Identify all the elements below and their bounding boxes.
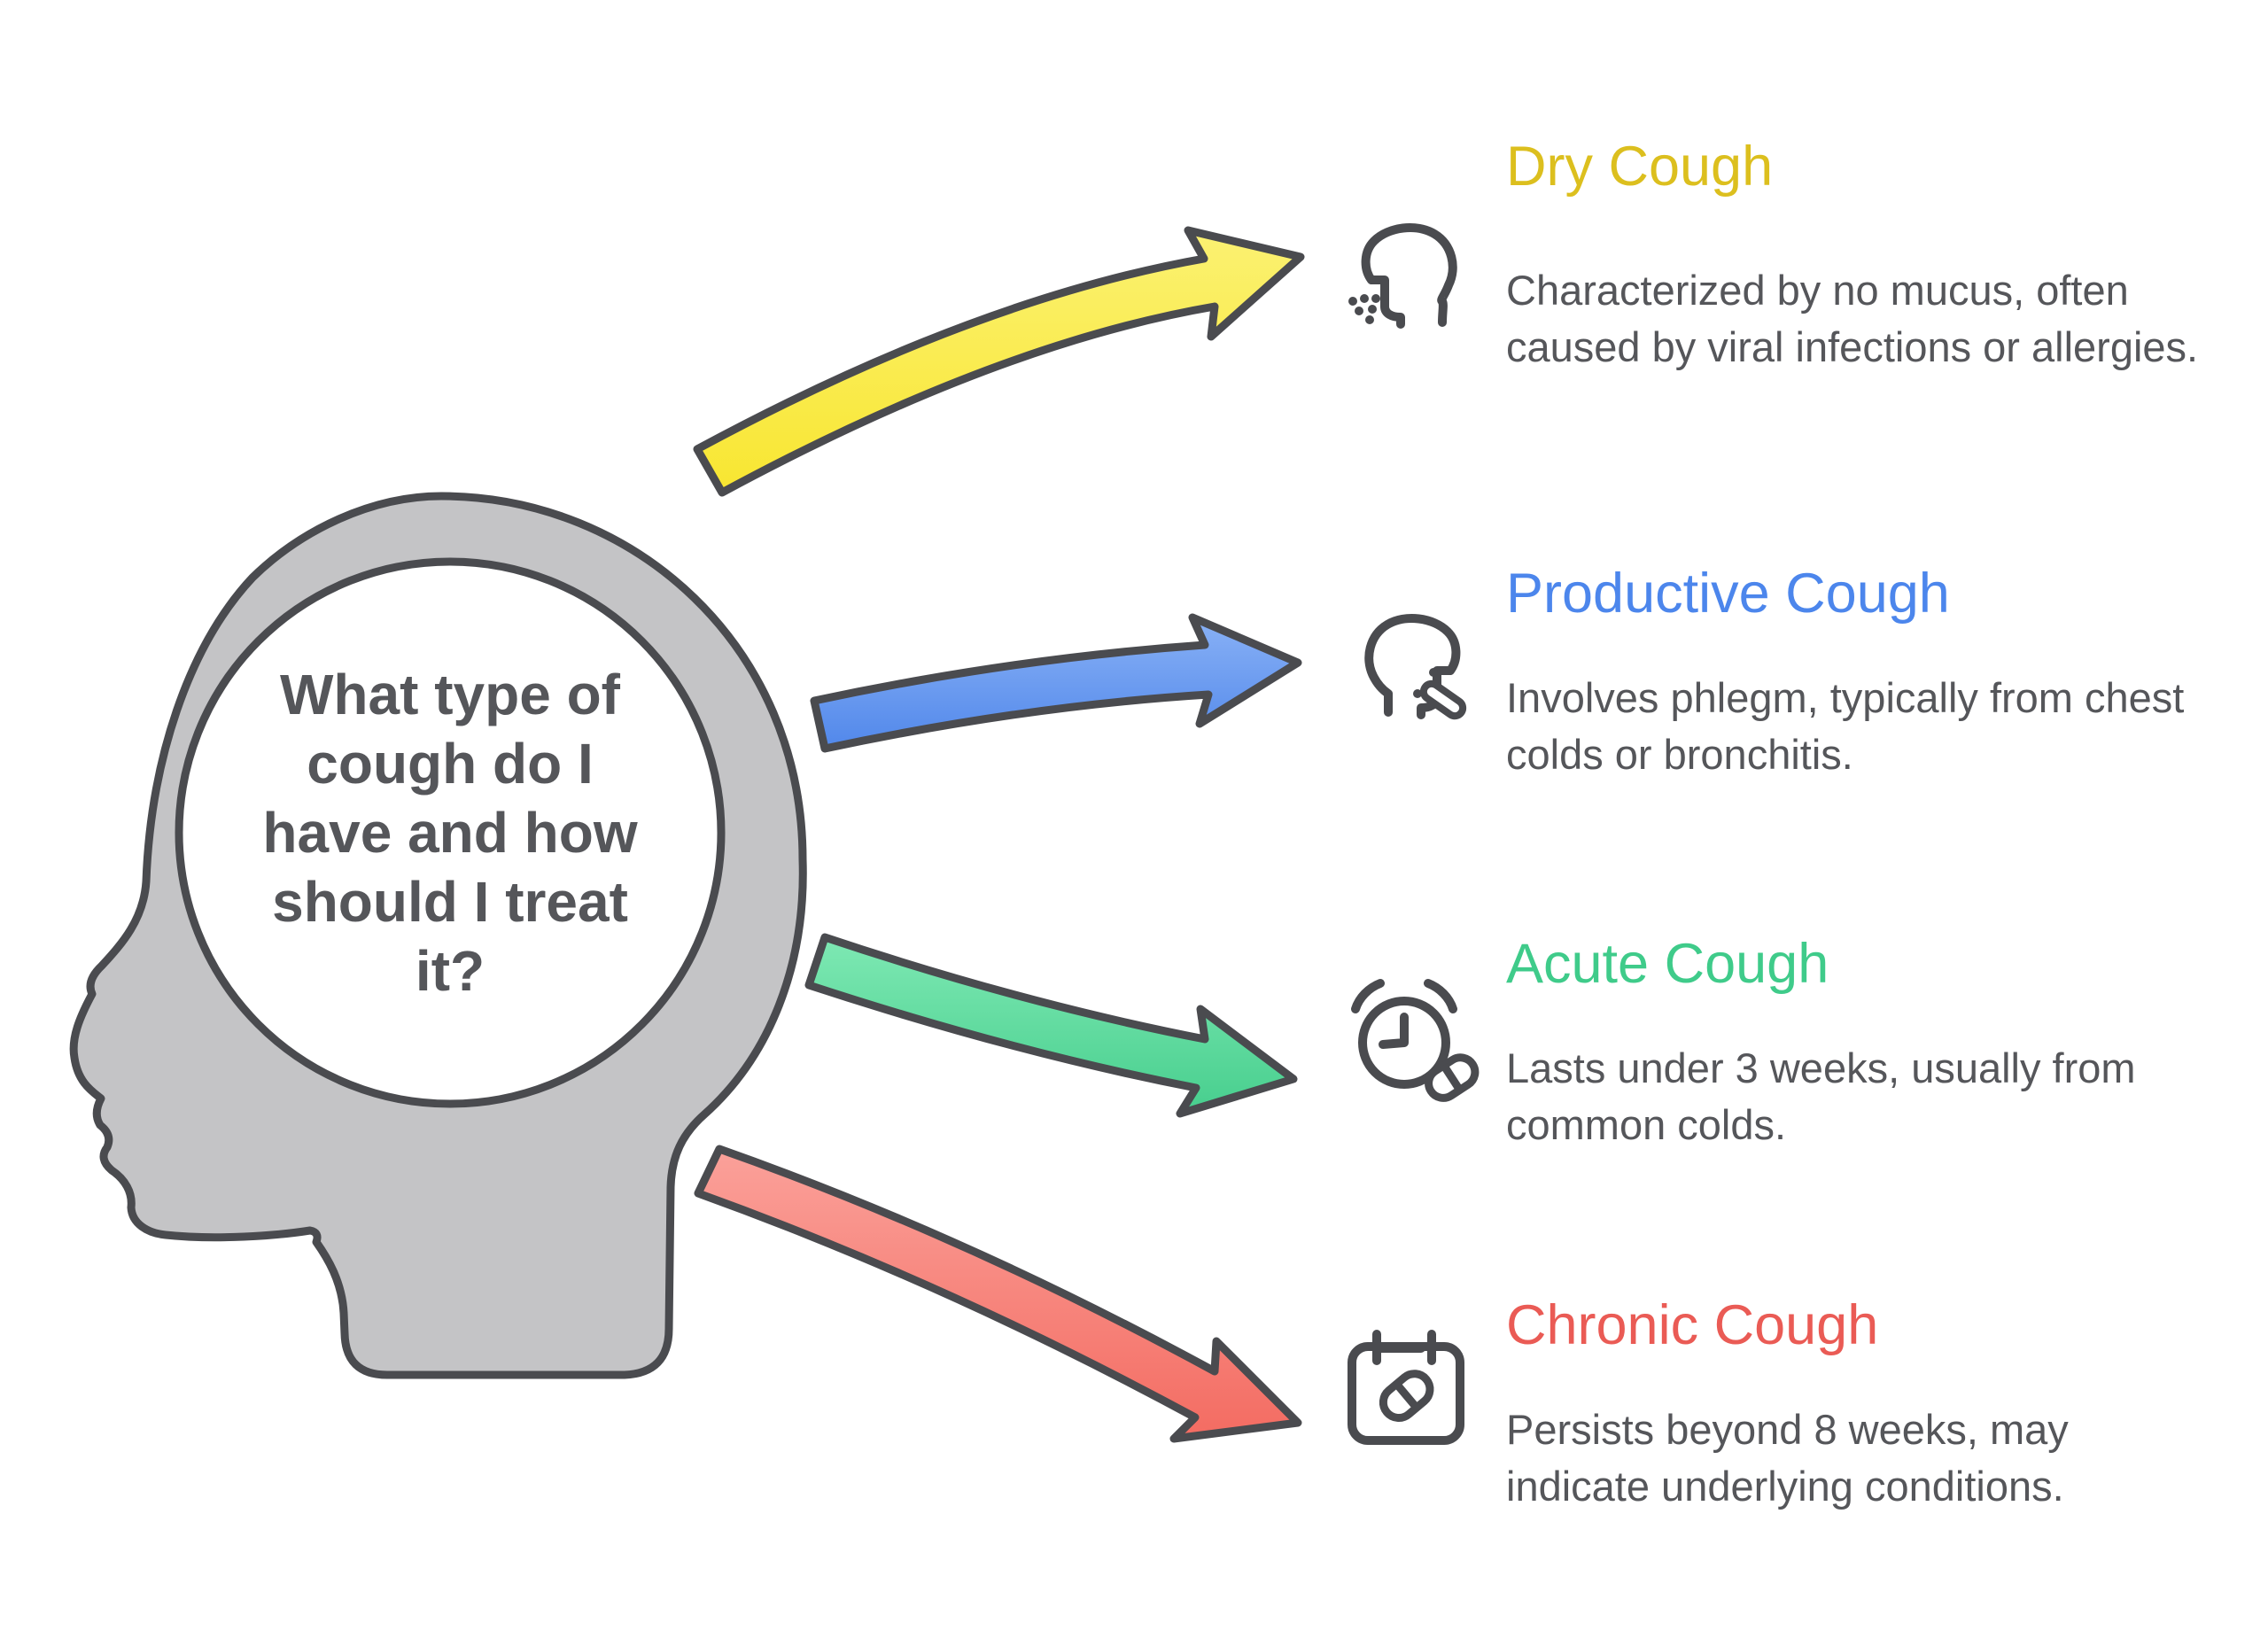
coughing-head-particles-icon	[1348, 223, 1457, 329]
dry-cough-title: Dry Cough	[1506, 136, 1774, 198]
productive-cough-title: Productive Cough	[1506, 563, 1950, 625]
central-question: What type of cough do I have and how sho…	[262, 662, 638, 1004]
dry-cough-description: Characterized by no mucus, often caused …	[1506, 267, 2199, 370]
chronic-cough-arrow	[694, 1145, 1302, 1443]
alarm-clock-pill-icon	[1351, 979, 1480, 1102]
calendar-pill-icon	[1348, 1330, 1464, 1445]
acute-cough-arrow	[804, 933, 1298, 1118]
coughing-head-phlegm-icon	[1364, 614, 1467, 720]
acute-cough-title: Acute Cough	[1506, 933, 1829, 995]
chronic-cough-title: Chronic Cough	[1506, 1294, 1879, 1356]
cough-particles	[1348, 294, 1380, 324]
productive-cough-description: Involves phlegm, typically from chest co…	[1506, 674, 2185, 778]
pill	[1379, 1370, 1434, 1423]
thought-circle	[175, 557, 726, 1108]
pill	[1425, 1053, 1480, 1102]
acute-cough-description: Lasts under 3 weeks, usually from common…	[1506, 1044, 2136, 1148]
chronic-cough-description: Persists beyond 8 weeks, may indicate un…	[1506, 1406, 2069, 1510]
dry-cough-arrow	[693, 226, 1305, 497]
phlegm-capsule	[1419, 679, 1467, 720]
productive-cough-arrow	[810, 613, 1302, 753]
